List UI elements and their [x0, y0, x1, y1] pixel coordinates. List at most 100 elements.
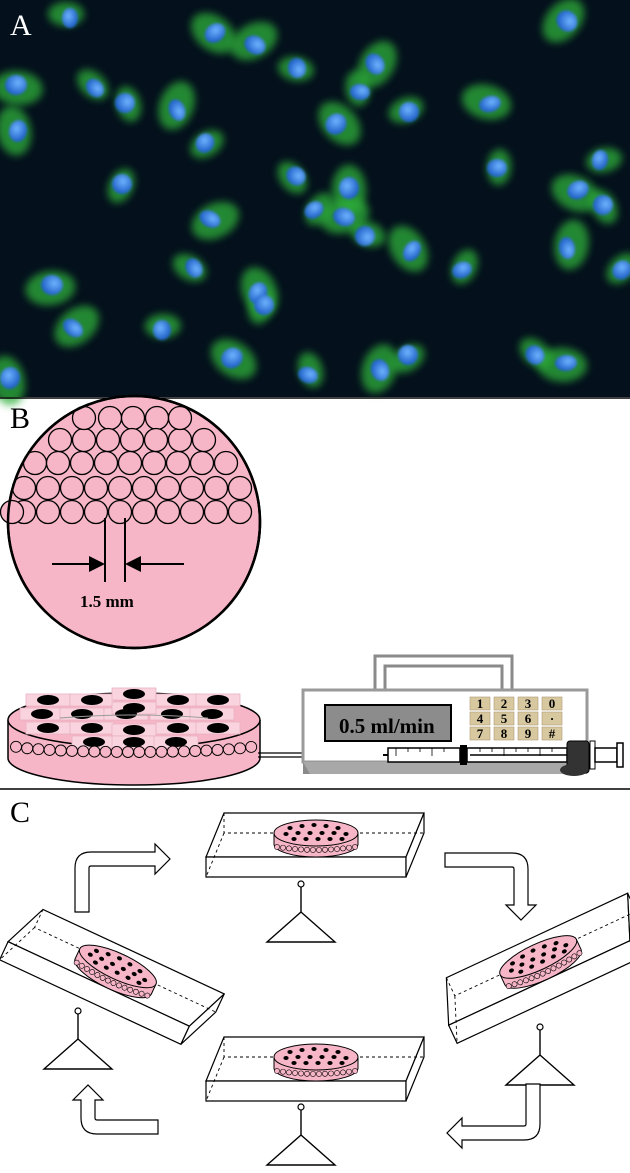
- mini-disc-top: [78, 944, 157, 989]
- mini-hole: [295, 1055, 301, 1059]
- mini-sphere: [576, 950, 583, 957]
- keypad-key: [517, 711, 539, 726]
- cell-nucleus: [567, 180, 589, 200]
- microsphere: [203, 475, 229, 501]
- mini-sphere: [292, 846, 298, 852]
- mini-sphere: [292, 1070, 298, 1076]
- platform-hidden-edges: [445, 910, 630, 1044]
- mini-hole: [136, 980, 142, 985]
- mini-sphere: [298, 846, 304, 853]
- cell-nucleus: [333, 207, 355, 227]
- cell-nucleus: [86, 78, 104, 98]
- microsphere: [59, 475, 85, 501]
- mini-sphere: [528, 975, 535, 982]
- side-microsphere: [189, 745, 202, 757]
- scaffold-hole: [165, 737, 187, 747]
- mini-sphere: [517, 979, 524, 986]
- mini-sphere: [322, 1070, 328, 1077]
- mini-hole: [131, 971, 137, 977]
- mini-hole: [299, 824, 305, 828]
- mini-hole: [109, 961, 115, 966]
- side-microsphere: [10, 740, 22, 753]
- keypad-key-label: 0: [549, 696, 556, 711]
- mini-sphere: [352, 844, 358, 850]
- mini-hole: [520, 954, 526, 959]
- mini-hole: [103, 965, 109, 970]
- microsphere: [35, 499, 61, 525]
- mini-sphere: [346, 844, 352, 851]
- microsphere: [83, 499, 109, 525]
- mini-sphere: [328, 846, 334, 853]
- microsphere: [213, 450, 239, 476]
- microsphere: [69, 450, 95, 476]
- panel-c: C: [0, 788, 630, 1166]
- cell-nucleus: [41, 274, 63, 296]
- mini-sphere: [280, 1068, 286, 1075]
- side-microsphere: [178, 745, 190, 758]
- stand-top: [265, 880, 337, 943]
- mini-sphere: [340, 845, 346, 852]
- mini-hole: [339, 1061, 345, 1065]
- mini-sphere: [73, 959, 80, 966]
- platform-front: [447, 939, 630, 1045]
- microsphere: [97, 405, 123, 431]
- arrow-to-right: [444, 852, 538, 921]
- keypad-key-label: 8: [501, 726, 508, 741]
- stand-left: [42, 1007, 114, 1070]
- cell-nucleus: [612, 260, 630, 280]
- mini-sphere: [138, 990, 145, 997]
- mini-hole: [563, 943, 569, 948]
- pivot: [74, 1007, 82, 1015]
- arrow-to-bottom: [446, 1083, 541, 1150]
- mini-hole: [125, 975, 131, 980]
- platform-side: [405, 1036, 425, 1102]
- mini-hole: [299, 1048, 305, 1052]
- platform-hidden-edges: [0, 909, 216, 1013]
- mini-hole: [303, 837, 309, 841]
- side-microsphere: [99, 745, 112, 758]
- mini-sphere: [316, 1071, 322, 1077]
- cell-nucleus: [5, 74, 27, 96]
- cell-nucleus: [556, 10, 578, 32]
- mini-hole: [303, 1061, 309, 1065]
- cell-nucleus: [403, 240, 421, 262]
- pivot: [297, 1103, 305, 1111]
- scaffold-hole: [37, 695, 59, 705]
- mini-sphere: [561, 959, 567, 966]
- keypad-key-label: 4: [477, 711, 484, 726]
- syringe: [383, 740, 624, 776]
- mini-hole: [87, 952, 93, 957]
- mini-hole: [518, 969, 524, 974]
- mini-sphere: [550, 965, 557, 972]
- mini-sphere: [322, 846, 328, 853]
- mini-sphere: [286, 1069, 292, 1076]
- microsphere: [35, 475, 61, 501]
- platform-front: [205, 1080, 407, 1102]
- mini-hole: [311, 823, 317, 827]
- microsphere: [203, 499, 229, 525]
- mini-hole: [319, 831, 325, 835]
- side-microsphere: [211, 744, 224, 756]
- scaffold-hole: [37, 723, 59, 733]
- mini-sphere: [334, 846, 340, 852]
- scaffold-hole: [123, 725, 145, 735]
- microsphere: [227, 475, 253, 501]
- syringe-graduations: [395, 748, 553, 756]
- keypad-key-label: 6: [525, 711, 532, 726]
- cell-nucleus: [365, 53, 385, 75]
- keypad-key-label: 2: [501, 696, 508, 711]
- side-microsphere: [200, 744, 213, 757]
- mini-sphere: [555, 962, 562, 969]
- keypad-key: [493, 726, 515, 741]
- microsphere: [155, 475, 181, 501]
- microsphere: [144, 405, 170, 431]
- scaffold-hole: [123, 689, 145, 699]
- microsphere: [83, 475, 109, 501]
- microsphere: [45, 450, 71, 476]
- scaffold-hole: [81, 695, 103, 705]
- mini-hole: [331, 1055, 337, 1059]
- arrow-to-top: [74, 842, 171, 913]
- cell-nucleus: [221, 347, 243, 369]
- mini-hole: [311, 1047, 317, 1051]
- mini-sphere: [310, 1071, 316, 1077]
